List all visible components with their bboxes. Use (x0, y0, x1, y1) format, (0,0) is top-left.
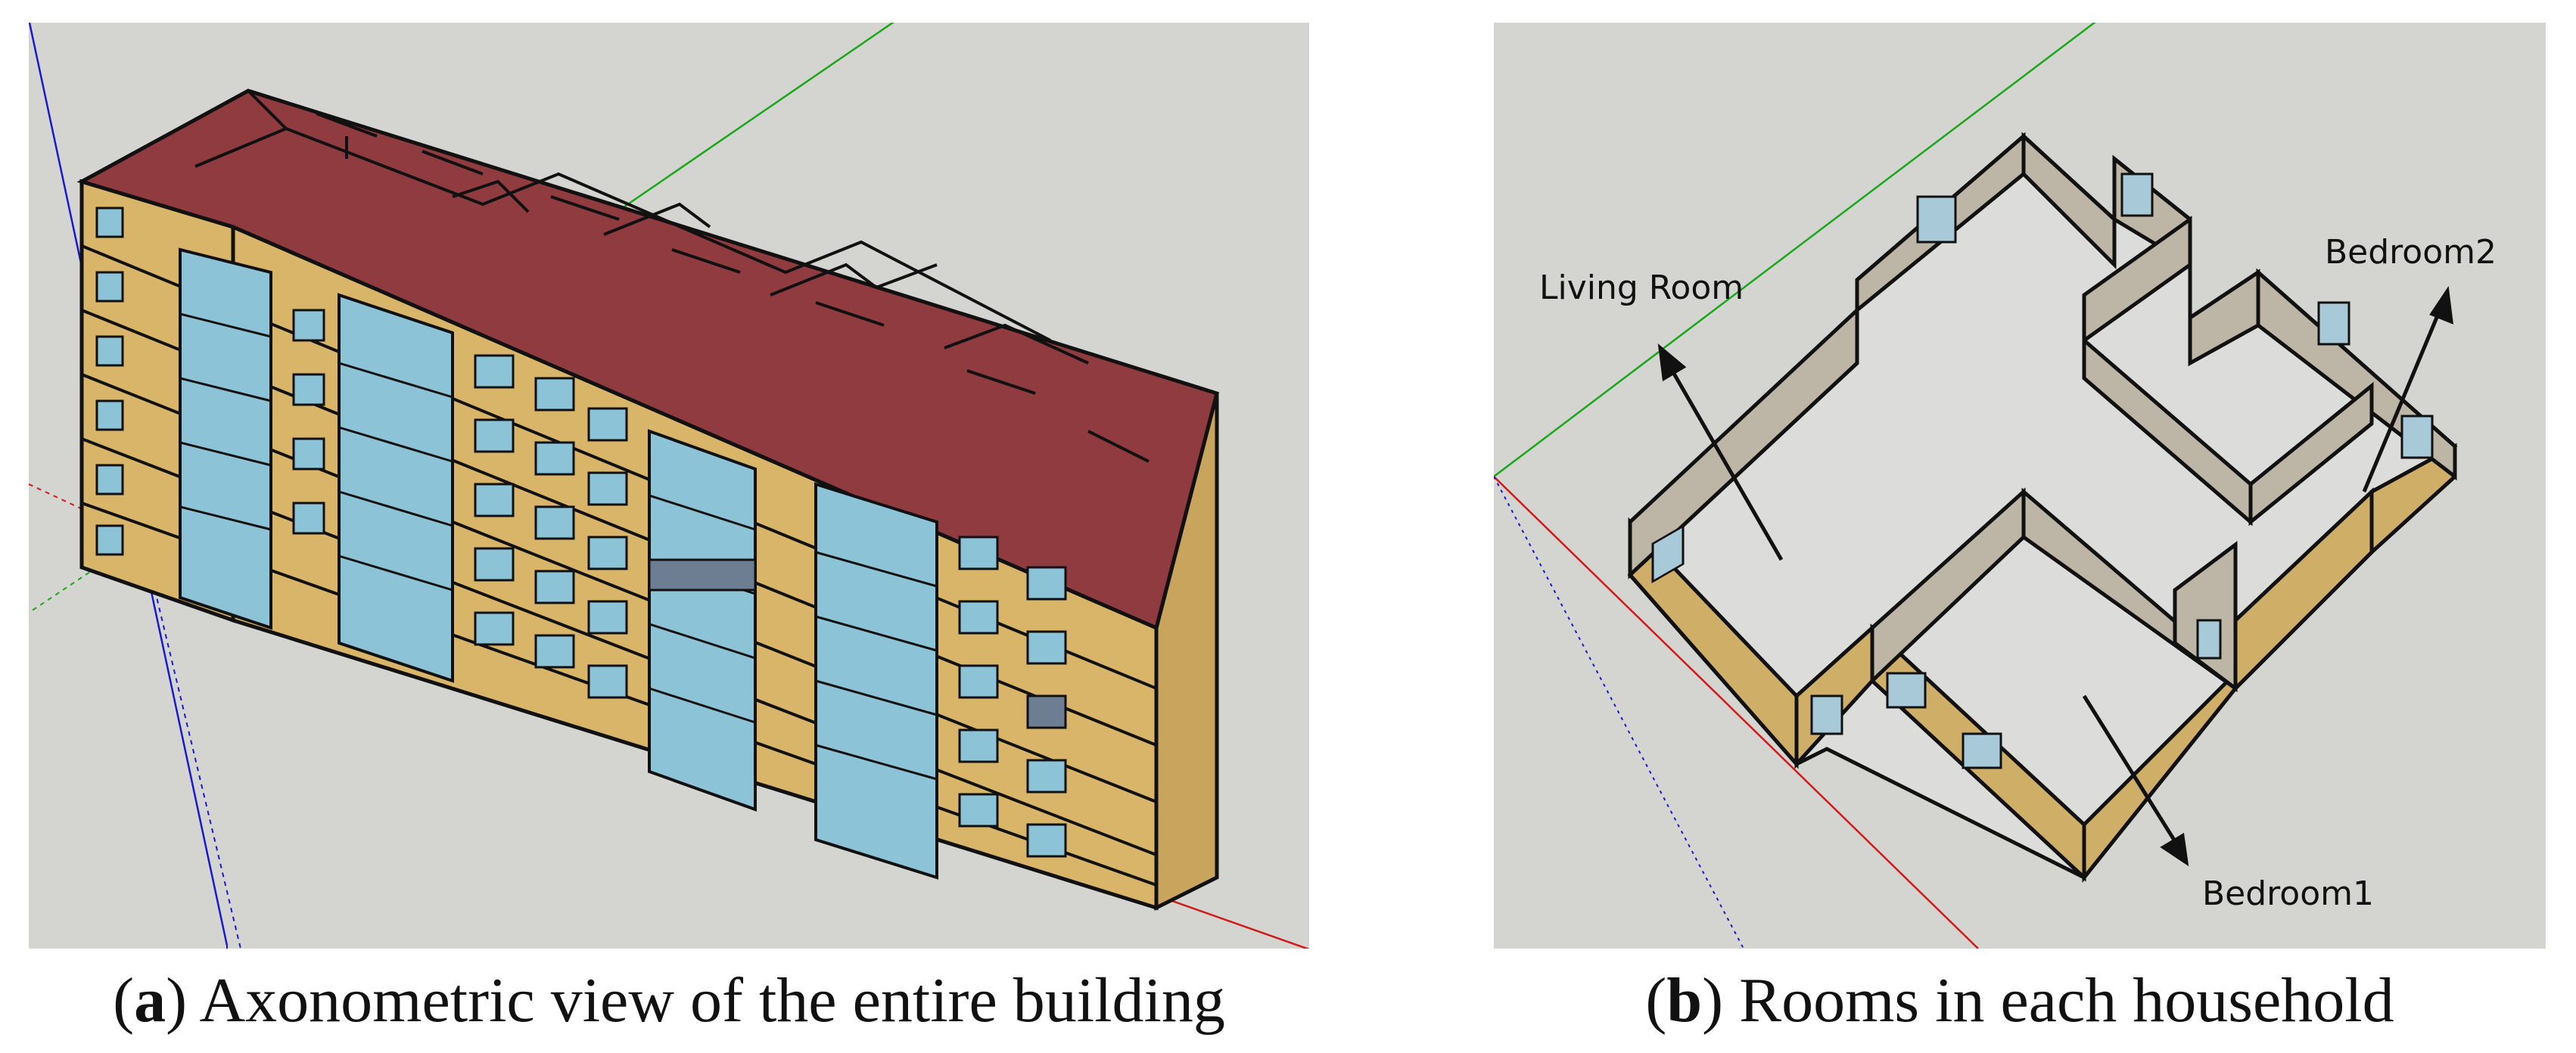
caption-b: (b) Rooms in each household (1645, 965, 2394, 1036)
floor-plan-model: Living Room Bedroom2 Bedroom1 (1494, 23, 2497, 949)
windows (95, 207, 1067, 858)
room-windows (1651, 172, 2434, 769)
building-model (29, 23, 1309, 949)
bedroom2-label: Bedroom2 (2325, 233, 2497, 272)
rooms-view-panel: Living Room Bedroom2 Bedroom1 (1494, 23, 2546, 949)
caption-b-text: Rooms in each household (1739, 965, 2394, 1036)
caption-a: (a) Axonometric view of the entire build… (113, 965, 1225, 1036)
caption-a-text: Axonometric view of the entire building (199, 965, 1225, 1036)
green-axis (1494, 23, 2096, 477)
roof (76, 89, 1220, 631)
roof-lines (194, 89, 1150, 463)
blue-axis-dashed (142, 536, 241, 949)
dark-windows (648, 558, 1067, 729)
blue-axis-dashed (1494, 476, 1744, 949)
caption-a-letter: a (134, 965, 166, 1036)
living-room-label: Living Room (1539, 269, 1744, 307)
building-view-panel (29, 23, 1309, 949)
balconies (179, 247, 938, 880)
red-axis (1494, 476, 1979, 949)
arrows (1657, 286, 2454, 867)
caption-b-letter: b (1666, 965, 1703, 1036)
bedroom1-label: Bedroom1 (2202, 874, 2374, 913)
